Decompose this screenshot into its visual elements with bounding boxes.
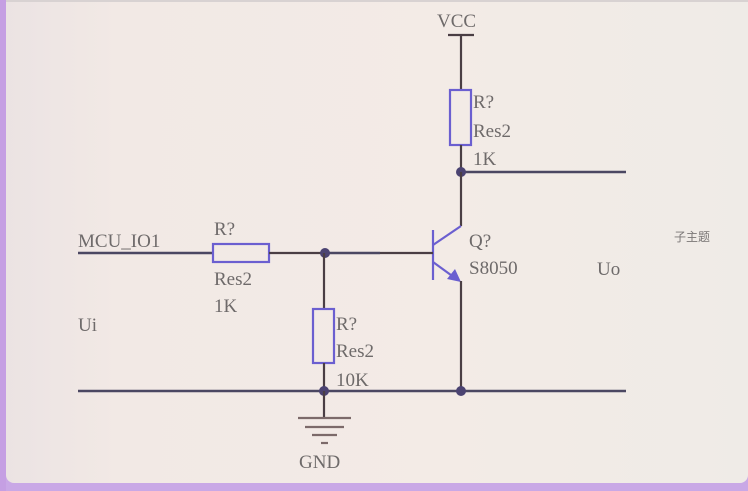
transistor-collector-leg — [432, 225, 462, 246]
transistor-designator: Q? — [469, 231, 491, 252]
frame-left-edge — [0, 0, 6, 491]
pulldown-resistor-designator: R? — [336, 314, 357, 335]
pulldown-resistor — [311, 307, 336, 365]
collector-resistor — [448, 88, 473, 147]
vcc-label: VCC — [437, 11, 476, 32]
base-resistor-designator: R? — [214, 219, 235, 240]
output-voltage-label: Uo — [597, 259, 620, 280]
collector-resistor-type: Res2 — [473, 121, 511, 142]
side-caption: 子主题 — [674, 230, 710, 244]
vcc-power-symbol — [448, 33, 474, 90]
pulldown-resistor-type: Res2 — [336, 341, 374, 362]
pulldown-resistor-value: 10K — [336, 370, 369, 391]
base-resistor-value: 1K — [214, 296, 238, 317]
input-voltage-label: Ui — [78, 315, 97, 336]
base-resistor — [211, 242, 271, 264]
npn-transistor — [431, 225, 462, 282]
gnd-label: GND — [299, 452, 340, 473]
ground-junction-right — [456, 386, 466, 396]
transistor-part: S8050 — [469, 258, 518, 279]
diagram-canvas — [6, 0, 748, 483]
collector-resistor-designator: R? — [473, 92, 494, 113]
collector-resistor-value: 1K — [473, 149, 497, 170]
emitter-arrow-icon — [447, 269, 461, 282]
input-net-label: MCU_IO1 — [78, 231, 160, 252]
base-resistor-type: Res2 — [214, 269, 252, 290]
gnd-symbol — [298, 391, 351, 445]
